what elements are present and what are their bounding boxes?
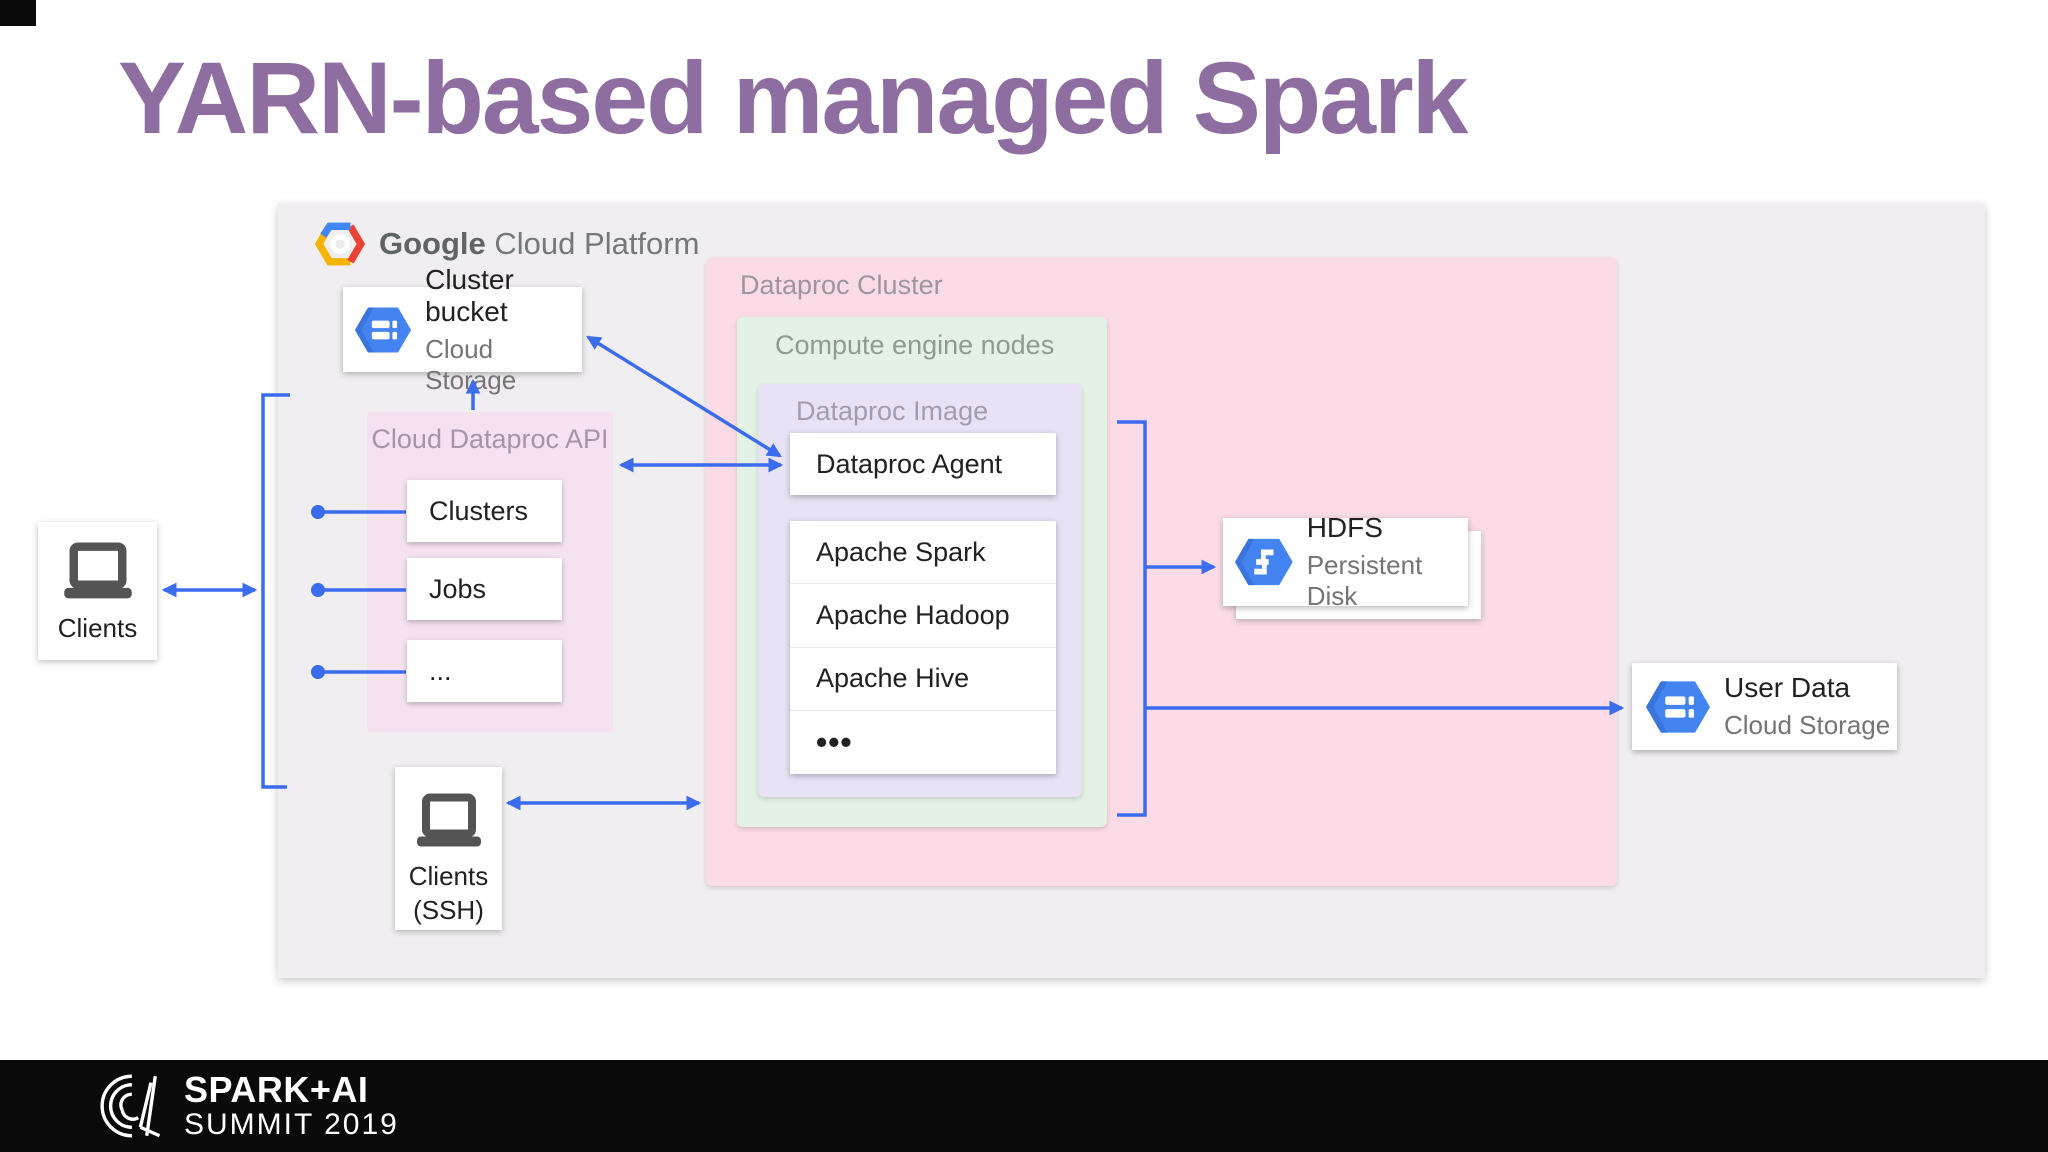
cluster-bucket-subtitle: Cloud Storage (425, 333, 517, 395)
user-data-title: User Data (1724, 672, 1851, 703)
page-title: YARN-based managed Spark (118, 41, 1468, 155)
spark-ai-summit-logo-icon (100, 1074, 161, 1138)
compute-engine-nodes-label: Compute engine nodes (775, 330, 1055, 360)
hdfs-node: HDFS Persistent Disk (1223, 512, 1468, 611)
persistent-disk-icon (1235, 538, 1293, 586)
clients-label: Clients (57, 613, 138, 643)
cloud-storage-icon (1646, 680, 1710, 733)
hdfs-subtitle: Persistent Disk (1306, 550, 1423, 611)
dataproc-cluster-label: Dataproc Cluster (740, 270, 943, 300)
cluster-bucket-title: Cluster bucket (425, 263, 514, 327)
user-data-node: User Data Cloud Storage (1632, 663, 1897, 750)
list-item-apache-hadoop: Apache Hadoop (790, 584, 1056, 648)
api-item-jobs: Jobs (407, 558, 562, 620)
clients-ssh-label-line2: (SSH) (413, 894, 484, 925)
footer-brand-text: SPARK+AI SUMMIT 2019 (184, 1068, 399, 1142)
hdfs-title: HDFS (1306, 512, 1383, 543)
cloud-dataproc-api-label: Cloud Dataproc API (371, 424, 609, 454)
gcp-header: Google Cloud Platform (315, 220, 699, 268)
gcp-brand-text: Google Cloud Platform (379, 226, 699, 262)
software-stack-list: Apache Spark Apache Hadoop Apache Hive •… (790, 521, 1056, 774)
footer-brand-line2: SUMMIT 2019 (184, 1108, 399, 1142)
clients-ssh-label: Clients (SSH) (409, 860, 488, 928)
cluster-bucket-node: Cluster bucket Cloud Storage (343, 264, 582, 395)
laptop-icon (416, 793, 481, 847)
gcp-brand-bold: Google (379, 226, 486, 261)
user-data-subtitle: Cloud Storage (1724, 710, 1891, 740)
dataproc-image-label: Dataproc Image (796, 396, 989, 426)
clients-node: Clients (38, 522, 157, 660)
api-item-clusters: Clusters (407, 480, 562, 542)
clients-ssh-node: Clients (SSH) (395, 767, 502, 930)
api-item-ellipsis: ... (407, 640, 562, 702)
footer-bar: SPARK+AI SUMMIT 2019 (0, 1060, 2048, 1152)
laptop-icon (63, 542, 132, 599)
cloud-storage-icon (355, 307, 412, 352)
list-item-apache-spark: Apache Spark (790, 521, 1056, 585)
clients-ssh-label-line1: Clients (408, 861, 489, 891)
gcp-logo-icon (315, 222, 365, 266)
gcp-brand-rest: Cloud Platform (494, 226, 700, 261)
list-item-ellipsis: ••• (816, 723, 853, 760)
corner-sliver (0, 0, 36, 26)
footer-brand-line1: SPARK+AI (184, 1068, 369, 1110)
list-item-apache-hive: Apache Hive (790, 648, 1056, 711)
dataproc-agent-node: Dataproc Agent (790, 433, 1056, 495)
